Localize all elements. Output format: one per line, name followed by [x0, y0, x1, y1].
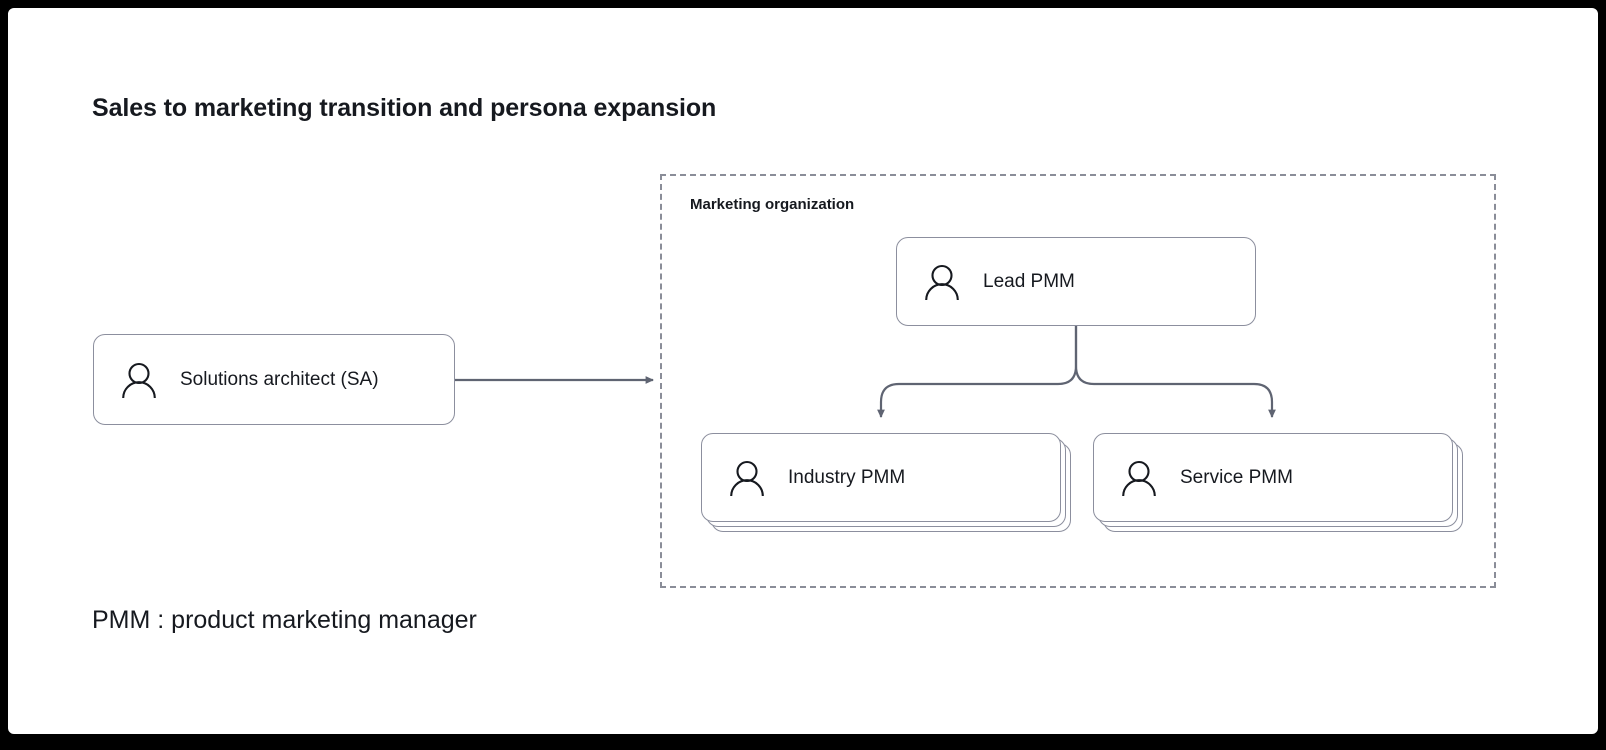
person-icon — [1120, 458, 1158, 498]
marketing-organization-label: Marketing organization — [690, 196, 855, 213]
person-icon — [120, 360, 158, 400]
card-service-pmm[interactable]: Service PMM — [1093, 433, 1453, 522]
marketing-organization-group — [660, 174, 1496, 588]
card-label: Solutions architect (SA) — [180, 368, 379, 390]
card-industry-pmm[interactable]: Industry PMM — [701, 433, 1061, 522]
person-icon — [923, 262, 961, 302]
card-solutions-architect[interactable]: Solutions architect (SA) — [93, 334, 455, 425]
diagram-canvas: Sales to marketing transition and person… — [8, 8, 1606, 750]
card-label: Industry PMM — [788, 466, 906, 488]
card-label: Lead PMM — [983, 270, 1075, 292]
legend-text: PMM : product marketing manager — [92, 606, 477, 634]
page-title: Sales to marketing transition and person… — [92, 94, 717, 122]
card-lead-pmm[interactable]: Lead PMM — [896, 237, 1256, 326]
person-icon — [728, 458, 766, 498]
card-label: Service PMM — [1180, 466, 1293, 488]
